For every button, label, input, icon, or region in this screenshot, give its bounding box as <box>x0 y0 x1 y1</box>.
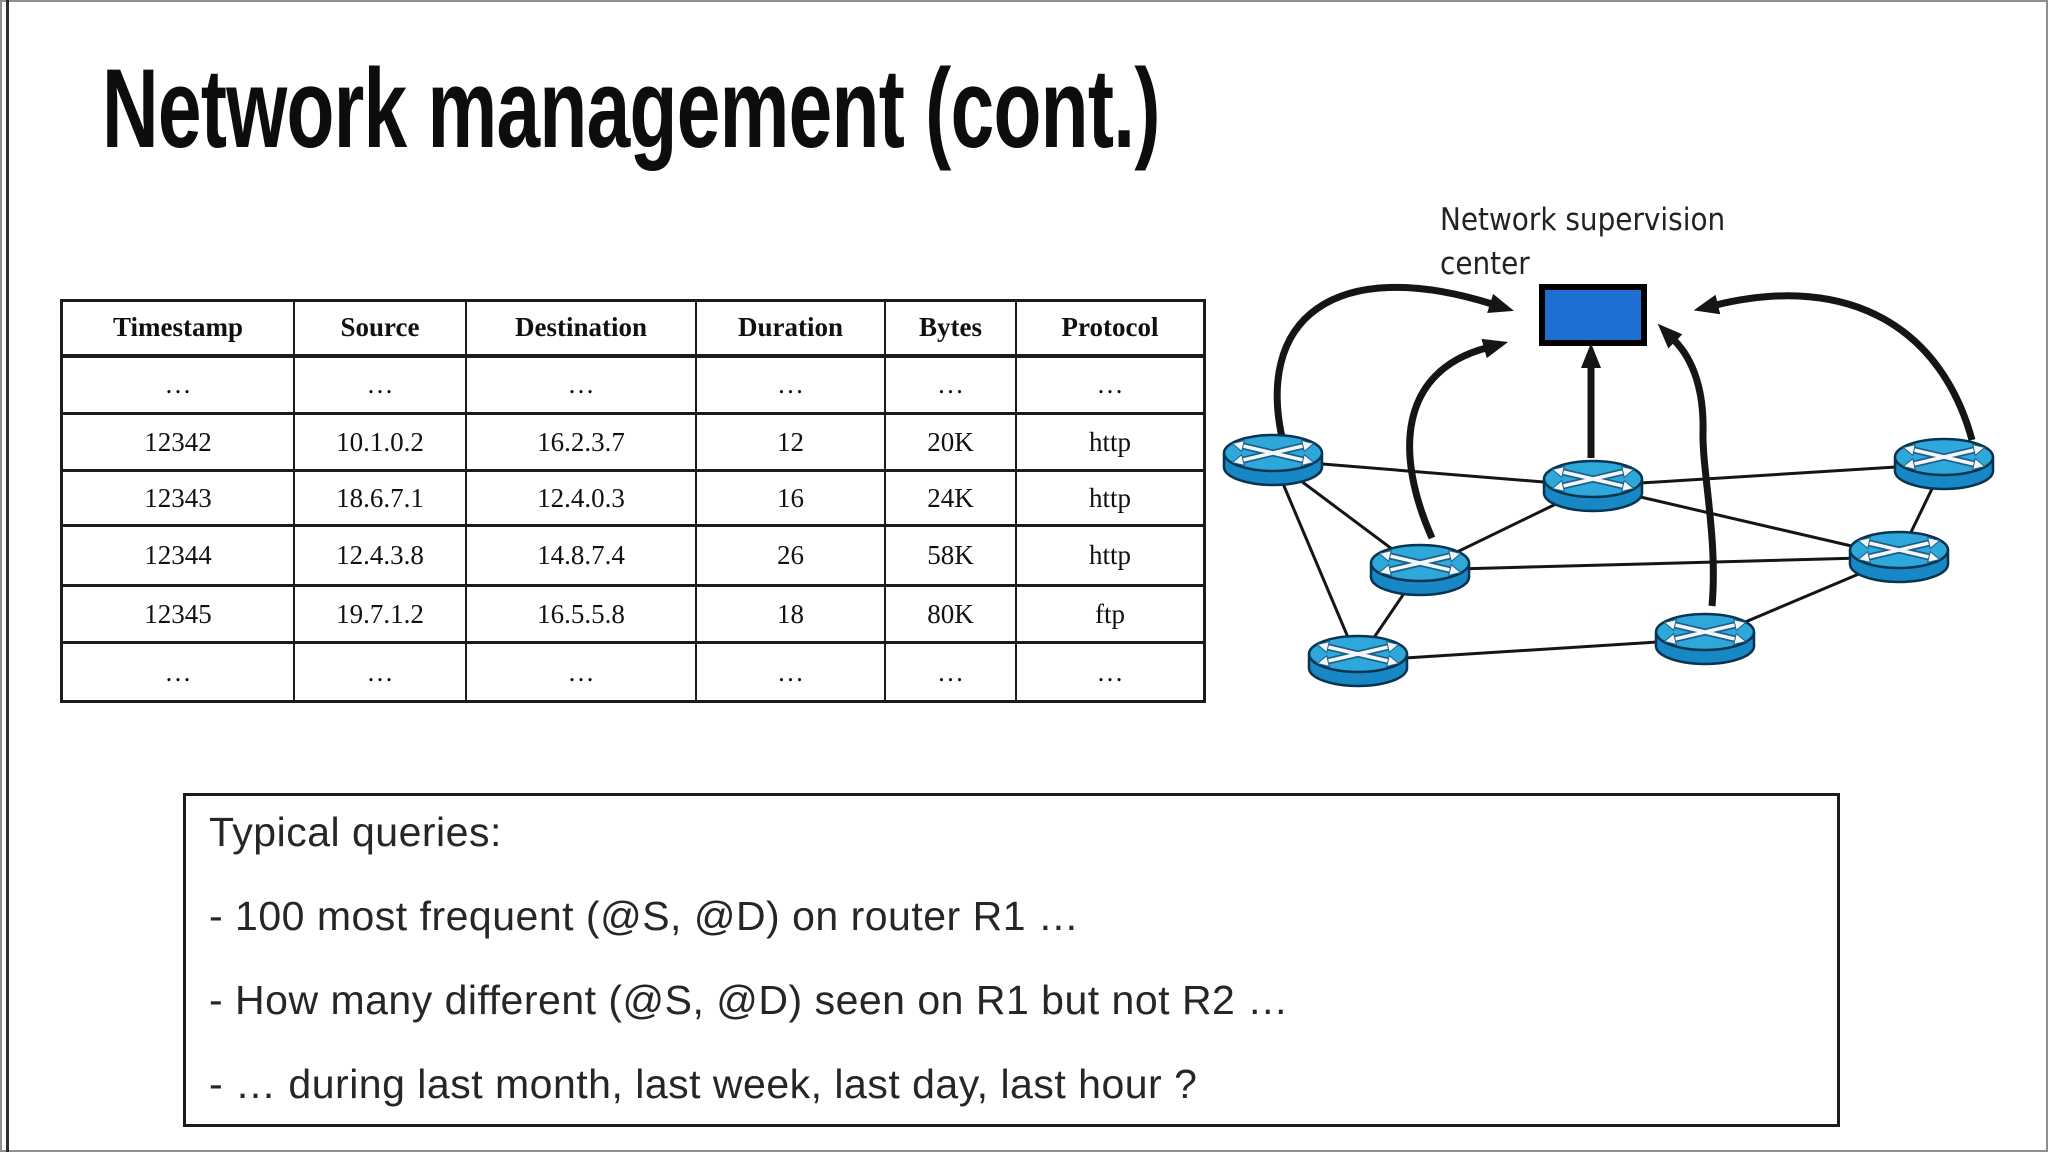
header-cell: Destination <box>465 299 697 358</box>
table-cell: 26 <box>695 524 886 587</box>
table-cell: 12.4.0.3 <box>465 469 697 527</box>
table-cell: 12343 <box>60 469 295 527</box>
router-icon <box>1850 532 1948 582</box>
table-cell: … <box>60 354 295 415</box>
slide-left-border <box>6 0 9 1152</box>
table-cell: 16.5.5.8 <box>465 584 697 644</box>
table-cell: 12 <box>695 412 886 472</box>
table-cell: 16.2.3.7 <box>465 412 697 472</box>
table-cell: … <box>465 354 697 415</box>
query-item: - How many different (@S, @D) seen on R1… <box>209 977 1289 1023</box>
supervision-center-label: Network supervision center <box>1440 198 1725 286</box>
table-cell: … <box>293 641 467 703</box>
header-cell: Timestamp <box>60 299 295 358</box>
table-cell: 20K <box>884 412 1017 472</box>
table-row: ……………… <box>60 641 1206 703</box>
monitor-arrow <box>1657 323 1717 607</box>
header-cell: Source <box>293 299 467 358</box>
router-icon <box>1371 545 1469 595</box>
table-cell: 24K <box>884 469 1017 527</box>
supervision-center-box <box>1539 284 1647 346</box>
table-cell: 18 <box>695 584 886 644</box>
table-cell: … <box>60 641 295 703</box>
network-link <box>1271 459 1360 662</box>
network-link <box>1592 484 1900 559</box>
network-link <box>1357 637 1706 663</box>
network-link <box>1419 484 1594 572</box>
table-cell: 18.6.7.1 <box>293 469 467 527</box>
header-cell: Bytes <box>884 299 1017 358</box>
table-cell: ftp <box>1015 584 1206 644</box>
table-cell: … <box>293 354 467 415</box>
table-cell: … <box>1015 354 1206 415</box>
table-cell: http <box>1015 524 1206 587</box>
queries-box: Typical queries: - 100 most frequent (@S… <box>183 793 1840 1127</box>
table-cell: 12.4.3.8 <box>293 524 467 587</box>
query-item: - … during last month, last week, last d… <box>209 1061 1198 1107</box>
header-cell: Duration <box>695 299 886 358</box>
table-cell: 14.8.7.4 <box>465 524 697 587</box>
table-cell: 58K <box>884 524 1017 587</box>
router-icon <box>1224 435 1322 485</box>
page-title: Network management (cont.) <box>102 46 1160 171</box>
table-cell: 12342 <box>60 412 295 472</box>
table-cell: 80K <box>884 584 1017 644</box>
table-cell: 10.1.0.2 <box>293 412 467 472</box>
router-icon <box>1895 439 1993 489</box>
header-cell: Protocol <box>1015 299 1206 358</box>
monitor-arrow <box>1273 283 1514 447</box>
monitor-arrow <box>1693 292 1976 441</box>
table-cell: http <box>1015 412 1206 472</box>
table-cell: … <box>1015 641 1206 703</box>
table-cell: 12344 <box>60 524 295 587</box>
supervision-center-label-line1: Network supervision <box>1440 202 1726 238</box>
query-item: - 100 most frequent (@S, @D) on router R… <box>209 893 1080 939</box>
table-cell: … <box>465 641 697 703</box>
table-cell: … <box>695 641 886 703</box>
table-cell: … <box>695 354 886 415</box>
table-cell: … <box>884 641 1017 703</box>
table-cell: … <box>884 354 1017 415</box>
table-row: ……………… <box>60 354 1206 415</box>
network-link <box>1897 463 1946 558</box>
router-icon <box>1309 636 1407 686</box>
network-link <box>1419 555 1900 572</box>
table-cell: http <box>1015 469 1206 527</box>
monitor-arrow <box>1406 338 1509 540</box>
supervision-center-label-line2: center <box>1440 246 1530 282</box>
router-icon <box>1656 614 1754 664</box>
router-icon <box>1544 461 1642 511</box>
table-cell: 19.7.1.2 <box>293 584 467 644</box>
table-cell: 12345 <box>60 584 295 644</box>
network-link <box>1272 458 1421 572</box>
queries-title: Typical queries: <box>209 809 502 855</box>
table-cell: 16 <box>695 469 886 527</box>
network-link <box>1592 462 1945 488</box>
network-link <box>1704 555 1900 641</box>
network-link <box>1356 569 1422 662</box>
network-link <box>1272 458 1594 488</box>
